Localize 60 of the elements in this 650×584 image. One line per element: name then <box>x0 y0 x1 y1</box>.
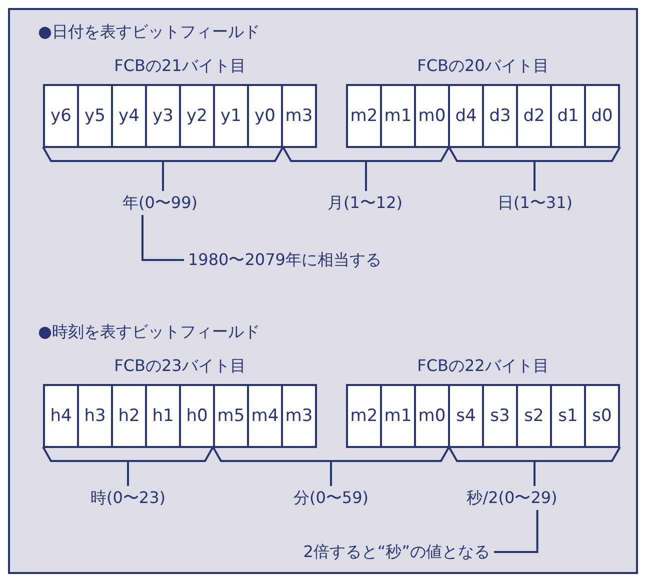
leader-line <box>127 461 129 486</box>
leader-line <box>330 461 332 486</box>
bit-cell: m1 <box>382 86 414 146</box>
bit-cell: y1 <box>215 86 247 146</box>
bit-cell: m5 <box>215 386 247 446</box>
bit-cell: d0 <box>586 86 618 146</box>
field-label: 月(1〜12) <box>327 193 403 213</box>
bit-cell: h1 <box>147 386 179 446</box>
bit-cell: y2 <box>181 86 213 146</box>
bracket <box>42 446 214 462</box>
bit-cell: m3 <box>283 386 315 446</box>
bit-cell: m2 <box>348 86 380 146</box>
bracket <box>42 146 284 162</box>
byte-heading: FCBの23バイト目 <box>114 356 246 375</box>
bit-cell: s3 <box>484 386 516 446</box>
bit-cell: d1 <box>552 86 584 146</box>
section-heading: ●時刻を表すビットフィールド <box>38 322 260 342</box>
bit-cell: s1 <box>552 386 584 446</box>
byte-heading: FCBの21バイト目 <box>114 56 246 75</box>
bit-cell: y4 <box>113 86 145 146</box>
bit-cell: d4 <box>450 86 482 146</box>
field-label: 時(0〜23) <box>90 488 166 508</box>
bit-cell: m3 <box>283 86 315 146</box>
bracket <box>448 146 621 162</box>
bit-cell: m0 <box>416 386 448 446</box>
bit-cell: y3 <box>147 86 179 146</box>
bracket <box>448 446 621 462</box>
leader-line <box>494 510 538 553</box>
leader-line <box>141 215 184 261</box>
bit-cell: m1 <box>382 386 414 446</box>
bracket <box>282 146 450 162</box>
bit-cell: h0 <box>181 386 213 446</box>
field-label: 2倍すると“秒”の値となる <box>303 542 490 562</box>
bit-cell: d3 <box>484 86 516 146</box>
leader-line <box>365 161 367 191</box>
bit-cell: s0 <box>586 386 618 446</box>
bit-cell: m4 <box>249 386 281 446</box>
bit-cell: h3 <box>79 386 111 446</box>
leader-line <box>534 161 536 191</box>
bit-cell: y5 <box>79 86 111 146</box>
bit-cell: h4 <box>45 386 77 446</box>
byte-heading: FCBの22バイト目 <box>417 356 549 375</box>
bit-cell: m0 <box>416 86 448 146</box>
bit-cell: m2 <box>348 386 380 446</box>
bit-cell: d2 <box>518 86 550 146</box>
field-label: 年(0〜99) <box>122 193 198 213</box>
byte-heading: FCBの20バイト目 <box>417 56 549 75</box>
leader-line <box>162 161 164 191</box>
field-label: 秒/2(0〜29) <box>466 488 558 508</box>
field-label: 日(1〜31) <box>497 193 573 213</box>
field-label: 1980〜2079年に相当する <box>188 250 382 270</box>
bracket <box>212 446 450 462</box>
bit-cell: s2 <box>518 386 550 446</box>
bit-cell: s4 <box>450 386 482 446</box>
field-label: 分(0〜59) <box>293 488 369 508</box>
bit-cell: y6 <box>45 86 77 146</box>
bit-cell: y0 <box>249 86 281 146</box>
bit-cell: h2 <box>113 386 145 446</box>
section-heading: ●日付を表すビットフィールド <box>38 22 260 42</box>
leader-line <box>534 461 536 486</box>
